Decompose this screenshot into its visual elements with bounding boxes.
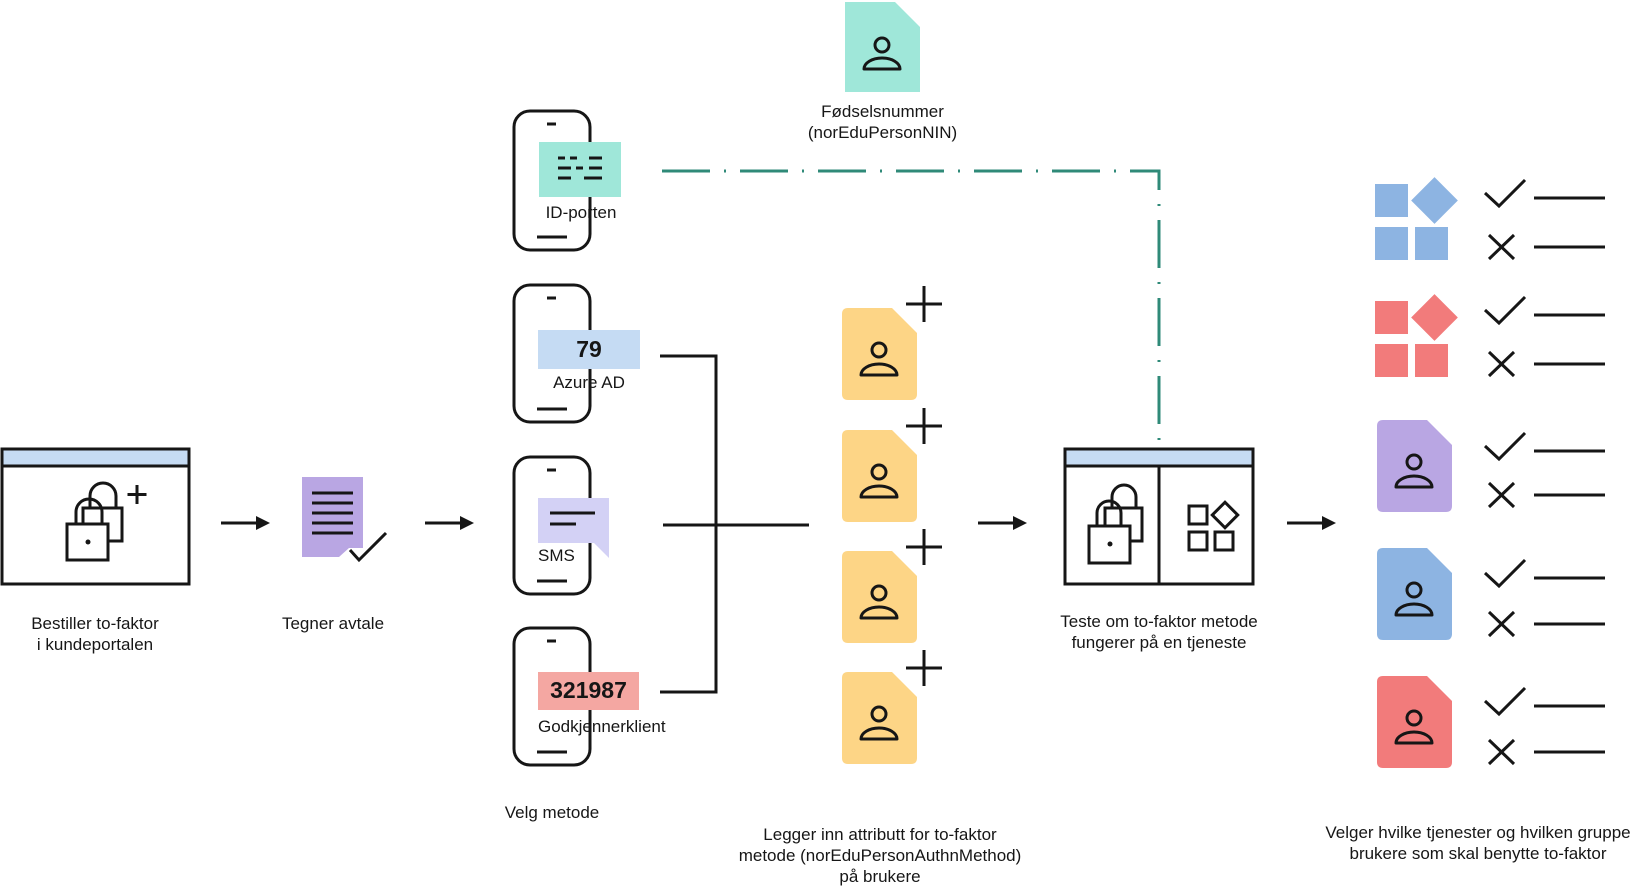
cross-icon [1487, 350, 1516, 378]
apps-icon [1375, 294, 1458, 377]
idporten-dashed-connector [662, 169, 1161, 449]
user-document-icon [1377, 420, 1452, 512]
check-icon [1483, 295, 1527, 326]
check-icon [1483, 558, 1527, 589]
results [1375, 177, 1605, 768]
result-row [1377, 548, 1605, 640]
approver-code: 321987 [550, 677, 627, 703]
order-step-label: Bestiller to-faktor i kundeportalen [31, 614, 159, 654]
cross-icon [1487, 738, 1516, 766]
arrow-3 [978, 516, 1027, 530]
fnr-user-document-icon [845, 2, 920, 92]
user-document-icon [1377, 548, 1452, 640]
user-document-icon [1377, 676, 1452, 768]
attribute-step-label: Legger inn attributt for to-faktor metod… [738, 825, 1022, 886]
check-icon [1483, 686, 1527, 717]
plus-icon [906, 408, 942, 444]
method-connector [660, 354, 809, 694]
cross-icon [1487, 610, 1516, 638]
azure-label: Azure AD [553, 373, 625, 392]
user-document-icon [842, 286, 942, 400]
plus-icon [906, 650, 942, 686]
order-window [0, 447, 191, 586]
user-document-icon [842, 650, 942, 764]
user-document-icon [842, 408, 942, 522]
select-step-label: Velger hvilke tjenester og hvilken grupp… [1325, 823, 1631, 863]
check-icon [1483, 178, 1527, 209]
sign-step-label: Tegner avtale [281, 614, 385, 633]
plus-icon [906, 529, 942, 565]
user-document-icon [842, 529, 942, 643]
arrow-2 [425, 516, 474, 530]
result-row [1377, 420, 1605, 512]
cross-icon [1487, 481, 1516, 509]
user-attribute-stack [842, 286, 942, 764]
result-row [1377, 676, 1605, 768]
arrow-4 [1287, 516, 1336, 530]
apps-icon [1375, 177, 1458, 260]
approver-label: Godkjennerklient [538, 717, 666, 736]
sms-label: SMS [538, 546, 575, 565]
test-step-label: Teste om to-faktor metode fungerer på en… [1060, 612, 1258, 652]
idporten-label: ID-porten [545, 203, 617, 222]
lock-plus-icon [65, 481, 147, 562]
lock-icon [1087, 483, 1144, 565]
phone-approver [512, 626, 639, 767]
result-row [1375, 294, 1605, 378]
result-row [1375, 177, 1605, 261]
arrow-1 [221, 516, 270, 530]
plus-icon [906, 286, 942, 322]
choose-step-label: Velg metode [504, 803, 600, 822]
document-check-icon [302, 477, 388, 563]
azure-code: 79 [576, 336, 602, 362]
phone-sms [512, 455, 609, 596]
cross-icon [1487, 233, 1516, 261]
fnr-label: Fødselsnummer (norEduPersonNIN) [807, 102, 958, 142]
phone-azure [512, 283, 640, 424]
apps-icon [1187, 500, 1240, 552]
test-window [1063, 447, 1255, 586]
check-icon [1483, 431, 1527, 462]
phone-idporten [512, 109, 621, 252]
